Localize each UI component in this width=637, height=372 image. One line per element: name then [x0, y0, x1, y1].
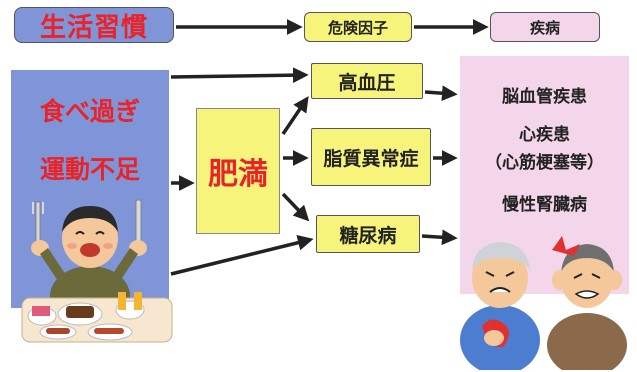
- risk-diabetes: 糖尿病: [316, 215, 420, 253]
- legend-lifestyle: 生活習慣: [14, 7, 174, 43]
- disease-heart-detail: （心筋梗塞等）: [485, 153, 604, 173]
- lifestyle-lack-of-exercise: 運動不足: [39, 155, 140, 184]
- arrow-obesity-to-hypertension: [281, 96, 309, 135]
- legend-risk-factor: 危険因子: [304, 12, 412, 42]
- disease-heart: 心疾患: [519, 125, 570, 145]
- risk-hypertension: 高血圧: [311, 63, 423, 99]
- eating-person-illustration: [21, 199, 173, 343]
- arrow-obesity-to-diabetes: [281, 192, 310, 222]
- sick-people-illustration: [460, 236, 627, 370]
- arrow-diabetes-to-disease: [421, 229, 458, 246]
- obesity-box: 肥満: [196, 108, 280, 234]
- arrow-lifestyle-to-diabetes: [170, 234, 314, 276]
- lifestyle-overeating: 食べ過ぎ: [39, 97, 140, 126]
- arrow-hypertension-to-disease: [424, 85, 458, 102]
- disease-kidney: 慢性腎臓病: [502, 195, 587, 215]
- arrow-lifestyle-to-hypertension: [170, 67, 309, 84]
- legend-disease: 疾病: [490, 12, 600, 42]
- disease-stroke: 脳血管疾患: [502, 87, 587, 107]
- risk-dyslipidemia: 脂質異常症: [311, 128, 431, 186]
